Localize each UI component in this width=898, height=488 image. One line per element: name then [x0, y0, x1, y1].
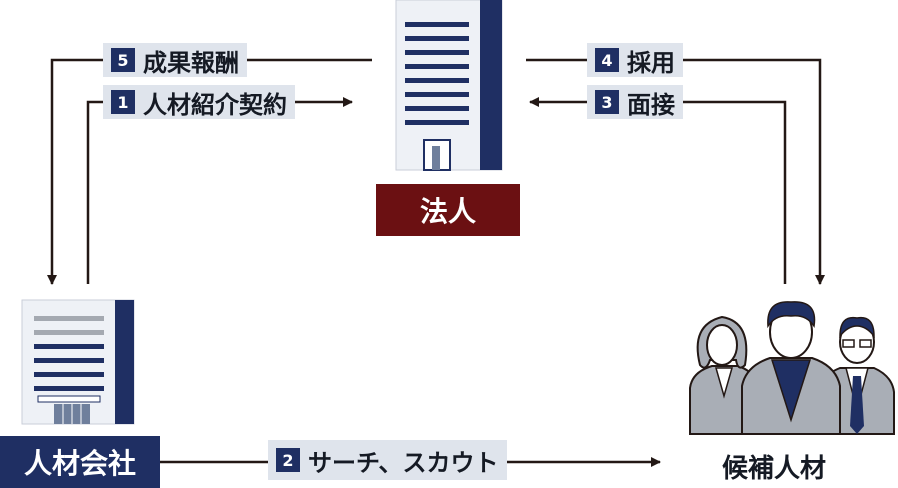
arrow-contract	[86, 97, 353, 284]
step-4-number: 4	[595, 48, 619, 72]
step-5-text: 成果報酬	[143, 47, 239, 77]
step-3-label: 3 面接	[587, 85, 683, 119]
step-2-label: 2 サーチ、スカウト	[268, 440, 507, 480]
candidates-node: 候補人材	[722, 454, 827, 484]
people-icon	[689, 301, 895, 435]
office-building-icon	[21, 299, 135, 425]
step-5-number: 5	[111, 48, 135, 72]
agency-node: 人材会社	[0, 436, 160, 488]
arrow-interview	[529, 97, 787, 284]
step-1-label: 1 人材紹介契約	[103, 85, 295, 119]
corporation-node: 法人	[376, 184, 520, 236]
step-1-text: 人材紹介契約	[143, 89, 287, 119]
arrow-reward	[47, 58, 372, 285]
step-5-label: 5 成果報酬	[103, 43, 247, 77]
building-icon	[395, 0, 503, 171]
step-2-text: サーチ、スカウト	[308, 447, 499, 477]
step-2-number: 2	[276, 448, 300, 472]
step-4-text: 採用	[627, 47, 675, 77]
step-1-number: 1	[111, 90, 135, 114]
step-4-label: 4 採用	[587, 43, 683, 77]
step-3-number: 3	[595, 90, 619, 114]
step-3-text: 面接	[627, 89, 675, 119]
